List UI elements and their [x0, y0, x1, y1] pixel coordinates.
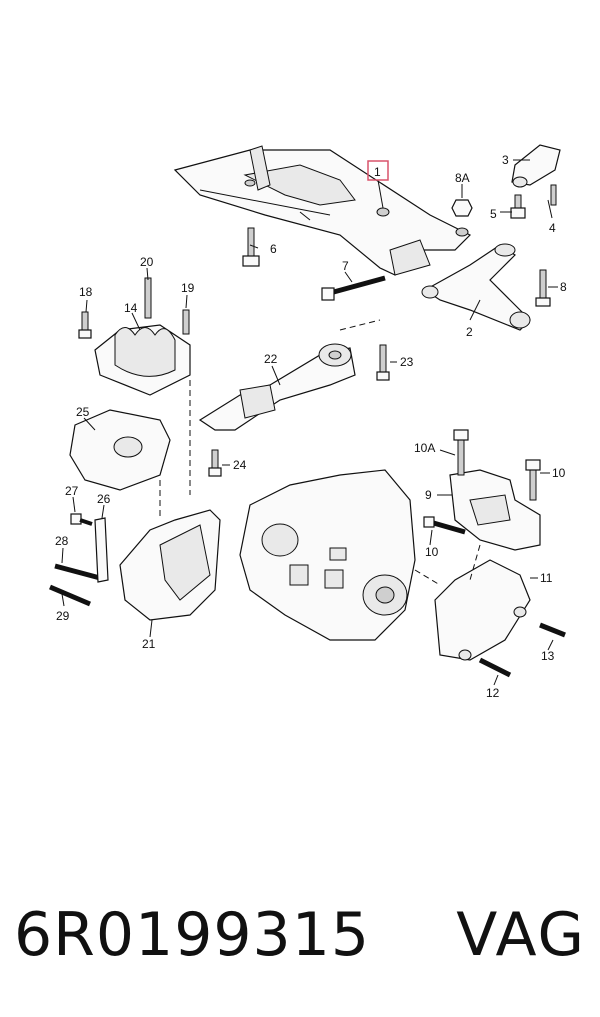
- callout-7: 7: [342, 259, 349, 273]
- callout-28: 28: [55, 534, 69, 548]
- bolt-28: [54, 563, 101, 581]
- bolt-6: [242, 227, 260, 267]
- callout-11: 11: [540, 571, 553, 585]
- bolt-18: [78, 311, 92, 339]
- exploded-parts-diagram: 1 2 3 4 5 6 7 8 8A 10A 9 10 10 11 12 13 …: [49, 144, 567, 700]
- torque-rod-part: [198, 343, 356, 431]
- callout-19: 19: [181, 281, 195, 295]
- callout-5: 5: [490, 207, 497, 221]
- callout-24: 24: [233, 458, 247, 472]
- callout-18: 18: [79, 285, 93, 299]
- bolt-5: [510, 194, 526, 219]
- bracket-26: [94, 517, 109, 583]
- callout-12: 12: [486, 686, 500, 700]
- callout-10-left: 10: [425, 545, 439, 559]
- bolt-10a: [453, 429, 469, 476]
- callout-8a: 8A: [455, 171, 470, 185]
- alignment-lines: [159, 319, 481, 586]
- callout-4: 4: [549, 221, 556, 235]
- gearbox-mount-part: [434, 469, 541, 661]
- callout-9: 9: [425, 488, 432, 502]
- brand-name: VAG: [456, 900, 586, 970]
- callout-labels: 1 2 3 4 5 6 7 8 8A 10A 9 10 10 11 12 13 …: [55, 153, 567, 700]
- callout-13: 13: [541, 649, 555, 663]
- subframe-part: [173, 145, 472, 276]
- callout-29: 29: [56, 609, 70, 623]
- highlight-box: [367, 160, 389, 181]
- bolt-7: [321, 275, 386, 301]
- bolt-8: [535, 269, 551, 307]
- callout-1: 1: [374, 165, 381, 179]
- bolt-24: [208, 449, 222, 477]
- callout-25: 25: [76, 405, 90, 419]
- bolt-10-left: [423, 516, 466, 535]
- bolt-13: [539, 622, 566, 638]
- callout-27: 27: [65, 484, 79, 498]
- bolts-group: [49, 184, 566, 678]
- nut-8a: [451, 199, 473, 217]
- callout-6: 6: [270, 242, 277, 256]
- part-number: 6R0199315: [14, 900, 371, 970]
- bolt-20: [144, 277, 152, 319]
- bolt-29: [49, 584, 91, 607]
- callout-14: 14: [124, 301, 138, 315]
- bolt-19: [182, 309, 190, 335]
- callout-26: 26: [97, 492, 111, 506]
- bolt-23: [376, 344, 390, 381]
- bolt-12: [478, 657, 512, 678]
- caption-bar: 6R0199315 VAG: [0, 895, 600, 975]
- control-arm-part: [421, 243, 531, 331]
- callout-21: 21: [142, 637, 156, 651]
- callout-22: 22: [264, 352, 278, 366]
- callout-10-right: 10: [552, 466, 566, 480]
- bolt-27: [70, 513, 93, 526]
- bolt-10-right: [525, 459, 541, 501]
- transmission-bracket-part: [119, 509, 221, 621]
- leader-lines: [61, 159, 558, 686]
- callout-20: 20: [140, 255, 154, 269]
- callout-2: 2: [466, 325, 473, 339]
- small-bracket-part: [511, 144, 561, 188]
- callout-23: 23: [400, 355, 414, 369]
- gearbox-housing-part: [239, 469, 416, 641]
- callout-3: 3: [502, 153, 509, 167]
- callout-10a: 10A: [414, 441, 435, 455]
- callout-8: 8: [560, 280, 567, 294]
- bolt-4: [550, 184, 557, 206]
